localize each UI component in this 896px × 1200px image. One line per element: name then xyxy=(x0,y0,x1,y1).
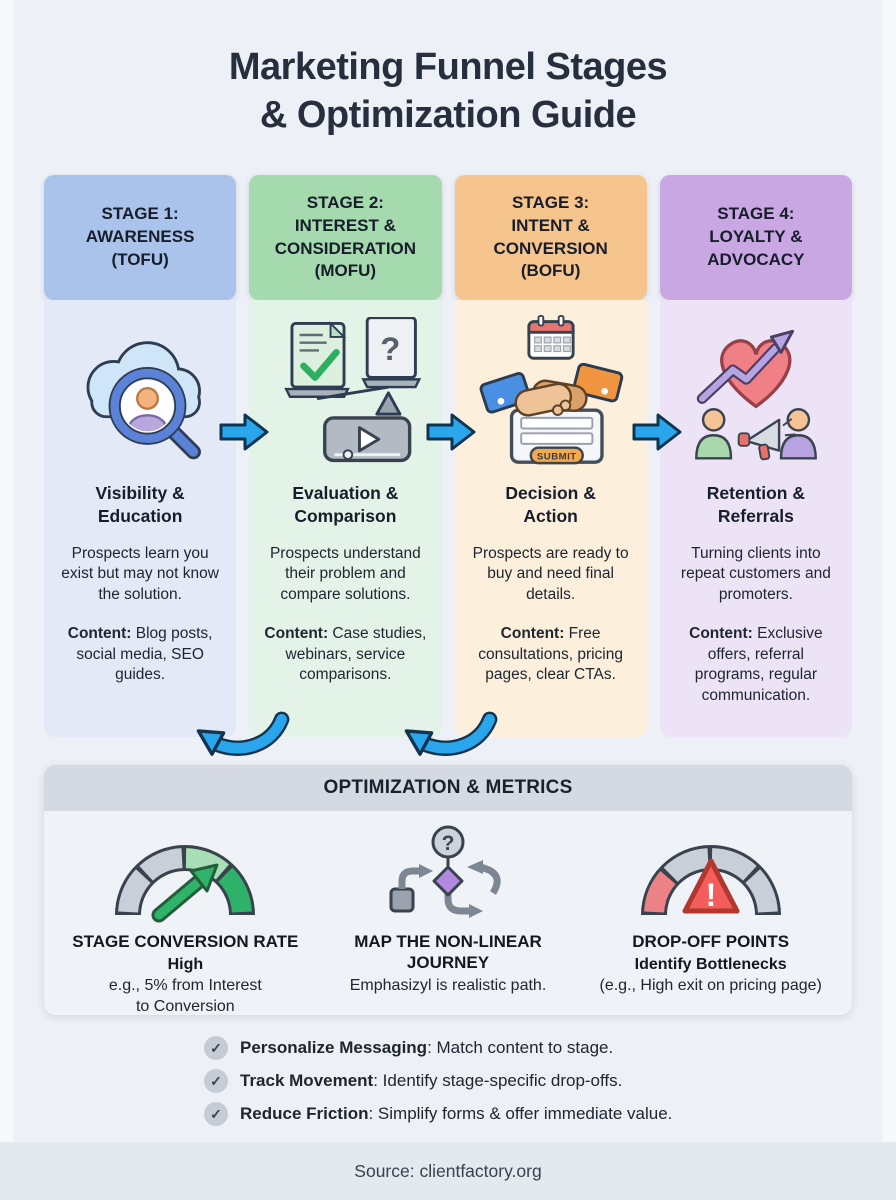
stage4-content-text: Exclusive offers, referral programs, reg… xyxy=(694,624,823,705)
metric2-title: MAP THE NON-LINEAR JOURNEY xyxy=(354,932,542,973)
curved-back-arrow-icon xyxy=(196,711,290,756)
metric1-title: STAGE CONVERSION RATE xyxy=(72,932,299,951)
metric-nonlinear-journey: ? MAP THE NON-LINEAR JOURNEY Emphasizyl … xyxy=(317,823,580,1018)
stage2-content-label: Content: xyxy=(264,624,329,642)
tip-row-friction: ✓ Reduce Friction: Simplify forms & offe… xyxy=(168,1102,788,1126)
tip1-text: : Match content to stage. xyxy=(427,1038,614,1057)
tip3-text: : Simplify forms & offer immediate value… xyxy=(368,1104,673,1123)
stage4-content-label: Content: xyxy=(689,624,753,642)
optimization-panel: OPTIMIZATION & METRICS STAGE CONVER xyxy=(44,765,852,1015)
metric3-note: (e.g., High exit on pricing page) xyxy=(599,977,822,995)
stage2-body: ? Evaluation & Comparison Prospects unde… xyxy=(249,300,442,737)
stage2-content: Content: Case studies, webinars, service… xyxy=(257,624,433,686)
stage2-heading: Evaluation & Comparison xyxy=(292,483,399,526)
stage4-content: Content: Exclusive offers, referral prog… xyxy=(668,624,844,707)
metric1-note: e.g., 5% from Interest to Conversion xyxy=(108,977,262,1016)
nonlinear-journey-icon: ? xyxy=(389,825,501,918)
check-icon: ✓ xyxy=(204,1069,228,1093)
gauge-high-icon xyxy=(115,845,256,923)
gauge-dropoff-icon: ! xyxy=(640,845,781,916)
stage1-heading: Visibility & Education xyxy=(95,483,185,526)
stage3-header: STAGE 3: INTENT & CONVERSION (BOFU) xyxy=(454,175,647,300)
metric3-highlight: Identify Bottlenecks xyxy=(634,956,787,974)
exclamation-glyph: ! xyxy=(705,877,716,913)
stage1-content: Content: Blog posts, social media, SEO g… xyxy=(52,624,228,686)
stage4-heading: Retention & Referrals xyxy=(706,483,805,526)
tip-row-personalize: ✓ Personalize Messaging: Match content t… xyxy=(168,1036,788,1060)
metric-dropoff-points: ! DROP-OFF POINTS Identify Bottlenecks (… xyxy=(579,823,842,1018)
stages-row: STAGE 1: AWARENESS (TOFU) xyxy=(44,175,852,737)
tip-row-track: ✓ Track Movement: Identify stage-specifi… xyxy=(168,1069,788,1093)
source-text: Source: clientfactory.org xyxy=(354,1160,542,1181)
comparison-scale-video-icon: ? xyxy=(284,317,422,463)
stage3-content-text: Free consultations, pricing pages, clear… xyxy=(478,624,623,684)
right-arrow-icon xyxy=(632,413,682,451)
stage-column-awareness: STAGE 1: AWARENESS (TOFU) xyxy=(44,175,237,737)
cloud-search-icon xyxy=(86,341,202,460)
metric3-title: DROP-OFF POINTS xyxy=(632,932,790,951)
question-journey-glyph: ? xyxy=(442,832,455,855)
check-icon: ✓ xyxy=(204,1102,228,1126)
stage2-header: STAGE 2: INTEREST & CONSIDERATION (MOFU) xyxy=(249,175,442,300)
stage3-content-label: Content: xyxy=(500,624,565,642)
stage3-body: SUBMIT Decision & Action Prospects are r… xyxy=(454,300,647,737)
metrics-row: STAGE CONVERSION RATE High e.g., 5% from… xyxy=(44,811,852,1018)
heart-growth-advocacy-icon xyxy=(694,329,817,461)
optimization-panel-title: OPTIMIZATION & METRICS xyxy=(44,765,852,811)
stage4-description: Turning clients into repeat customers an… xyxy=(680,544,831,604)
footer-bar: Source: clientfactory.org xyxy=(0,1142,896,1200)
tip2-text: : Identify stage-specific drop-offs. xyxy=(373,1071,623,1090)
metric1-highlight: High xyxy=(167,956,204,974)
stage-column-interest: STAGE 2: INTEREST & CONSIDERATION (MOFU)… xyxy=(249,175,442,737)
submit-button-label: SUBMIT xyxy=(537,451,577,462)
stage2-description: Prospects understand their problem and c… xyxy=(269,544,421,604)
page-title: Marketing Funnel Stages & Optimization G… xyxy=(228,46,668,136)
stage1-body: Visibility & Education Prospects learn y… xyxy=(44,300,237,737)
handshake-form-calendar-icon: SUBMIT xyxy=(479,314,623,465)
stage1-content-label: Content: xyxy=(67,624,132,642)
stage2-content-text: Case studies, webinars, service comparis… xyxy=(285,624,427,684)
stage1-description: Prospects learn you exist but may not kn… xyxy=(61,544,219,604)
stage-column-loyalty: STAGE 4: LOYALTY & ADVOCACY xyxy=(659,175,852,737)
stage-column-conversion: STAGE 3: INTENT & CONVERSION (BOFU) xyxy=(454,175,647,737)
tip2-label: Track Movement xyxy=(240,1071,374,1090)
stage3-heading: Decision & Action xyxy=(505,483,596,526)
question-doc-glyph: ? xyxy=(381,330,401,367)
stage3-content: Content: Free consultations, pricing pag… xyxy=(463,624,639,686)
metric-conversion-rate: STAGE CONVERSION RATE High e.g., 5% from… xyxy=(54,823,317,1018)
stage1-content-text: Blog posts, social media, SEO guides. xyxy=(76,624,213,684)
metric2-note: Emphasizyl is realistic path. xyxy=(349,976,547,994)
stage4-header: STAGE 4: LOYALTY & ADVOCACY xyxy=(659,175,852,300)
right-arrow-icon xyxy=(219,413,269,451)
stage4-body: Retention & Referrals Turning clients in… xyxy=(659,300,852,737)
check-icon: ✓ xyxy=(204,1036,228,1060)
tip1-label: Personalize Messaging xyxy=(240,1038,428,1057)
tips-list: ✓ Personalize Messaging: Match content t… xyxy=(168,1036,788,1135)
stage3-description: Prospects are ready to buy and need fina… xyxy=(472,544,629,604)
stage1-header: STAGE 1: AWARENESS (TOFU) xyxy=(44,175,237,300)
right-arrow-icon xyxy=(426,413,476,451)
tip3-label: Reduce Friction xyxy=(240,1104,369,1123)
curved-back-arrow-icon xyxy=(404,711,498,756)
